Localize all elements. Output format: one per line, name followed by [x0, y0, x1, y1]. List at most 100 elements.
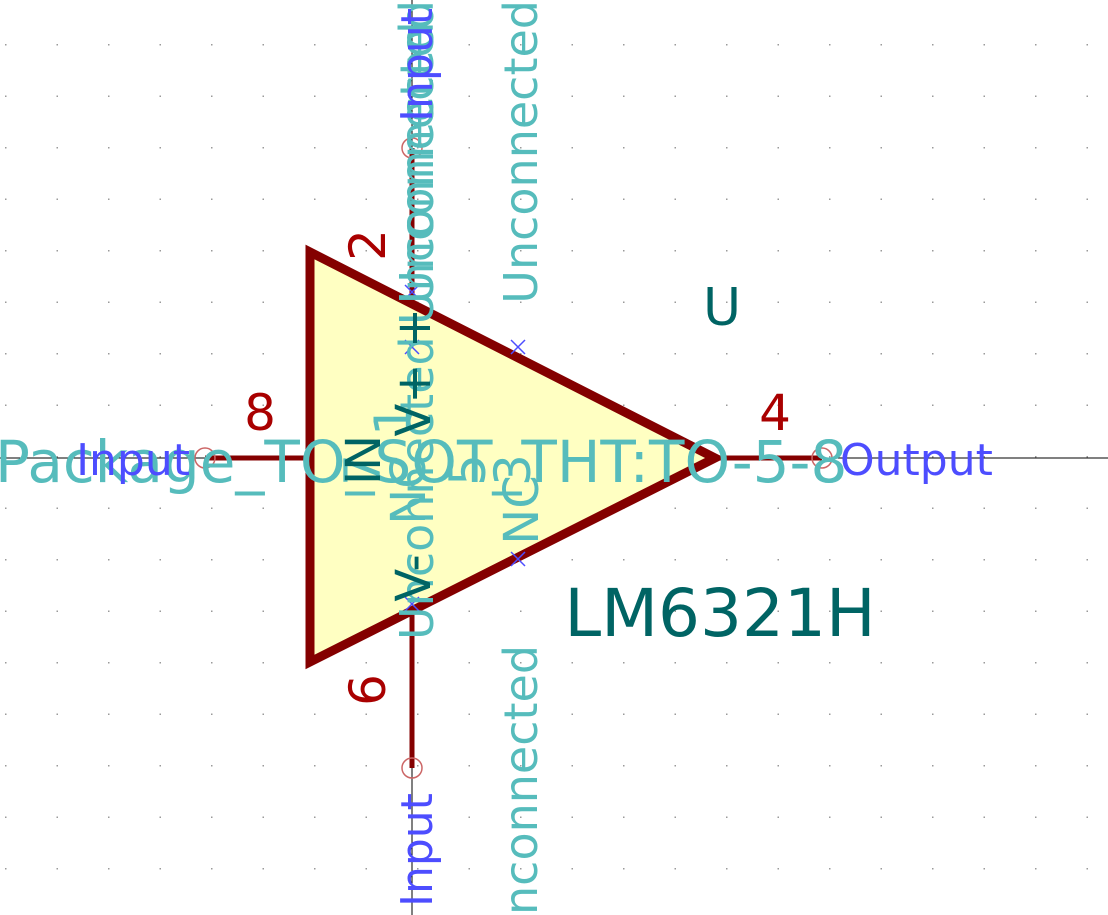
grid-dot — [262, 713, 264, 715]
grid-dot — [880, 610, 882, 612]
grid-dot — [5, 610, 7, 612]
grid-dot — [726, 198, 728, 200]
grid-dot — [829, 559, 831, 561]
grid-dot — [417, 868, 419, 870]
grid-dot — [674, 147, 676, 149]
grid-dot — [56, 44, 58, 46]
grid-dot — [108, 507, 110, 509]
grid-dot — [983, 44, 985, 46]
reference-label[interactable]: U — [703, 278, 741, 338]
grid-dot — [777, 662, 779, 664]
grid-dot — [1086, 301, 1088, 303]
grid-dot — [1086, 456, 1088, 458]
grid-dot — [5, 816, 7, 818]
grid-dot — [520, 353, 522, 355]
grid-dot — [1035, 456, 1037, 458]
grid-dot — [108, 662, 110, 664]
grid-dot — [726, 713, 728, 715]
grid-dot — [880, 147, 882, 149]
grid-dot — [211, 662, 213, 664]
grid-dot — [674, 662, 676, 664]
grid-dot — [777, 250, 779, 252]
pin-6-name: V- — [386, 554, 442, 601]
grid-dot — [468, 250, 470, 252]
grid-dot — [674, 301, 676, 303]
pin-2-name: + — [386, 308, 442, 348]
grid-dot — [983, 713, 985, 715]
pin-6-number: 6 — [339, 674, 397, 706]
grid-dot — [829, 765, 831, 767]
pin-6-type: Input — [392, 793, 443, 907]
grid-dot — [5, 765, 7, 767]
grid-dot — [365, 95, 367, 97]
grid-dot — [932, 147, 934, 149]
pin-8-connection-point[interactable] — [194, 447, 216, 469]
grid-dot — [159, 610, 161, 612]
grid-dot — [365, 868, 367, 870]
grid-dot — [880, 507, 882, 509]
pin-6-connection-point[interactable] — [401, 757, 423, 779]
unconnected-label-2: Unconnected — [390, 21, 444, 325]
grid-dot — [5, 250, 7, 252]
grid-dot — [417, 713, 419, 715]
grid-dot — [571, 44, 573, 46]
grid-dot — [1086, 559, 1088, 561]
grid-dot — [262, 610, 264, 612]
grid-dot — [880, 713, 882, 715]
unconnected-label-5: Unconnected — [390, 336, 444, 640]
grid-dot — [880, 456, 882, 458]
grid-dot — [159, 198, 161, 200]
grid-dot — [262, 816, 264, 818]
grid-dot — [932, 765, 934, 767]
pin-5-number: 5 — [439, 454, 497, 486]
grid-dot — [777, 713, 779, 715]
grid-dot — [726, 610, 728, 612]
pin-2-connection-point[interactable] — [401, 137, 423, 159]
grid-dot — [726, 147, 728, 149]
value-label[interactable]: LM6321H — [564, 575, 875, 652]
grid-dot — [623, 301, 625, 303]
grid-dot — [1086, 404, 1088, 406]
grid-dot — [159, 250, 161, 252]
grid-dot — [777, 868, 779, 870]
grid-dot — [829, 147, 831, 149]
grid-dot — [829, 507, 831, 509]
opamp-body[interactable] — [305, 244, 725, 670]
grid-dot — [571, 559, 573, 561]
pin-4-connection-point[interactable] — [811, 447, 833, 469]
grid-dot — [1035, 353, 1037, 355]
pin-5-name: NC — [494, 475, 550, 544]
grid-dot — [1086, 353, 1088, 355]
grid-dot — [108, 404, 110, 406]
grid-dot — [880, 868, 882, 870]
grid-dot — [5, 353, 7, 355]
grid-dot — [417, 198, 419, 200]
grid-dot — [417, 765, 419, 767]
grid-dot — [571, 198, 573, 200]
grid-dot — [623, 353, 625, 355]
grid-dot — [623, 765, 625, 767]
grid-dot — [108, 95, 110, 97]
grid-dot — [417, 147, 419, 149]
grid-dot — [829, 713, 831, 715]
grid-dot — [5, 95, 7, 97]
grid-dot — [365, 662, 367, 664]
grid-dot — [1035, 713, 1037, 715]
grid-dot — [262, 353, 264, 355]
grid-dot — [159, 816, 161, 818]
grid-dot — [726, 662, 728, 664]
grid-dot — [520, 147, 522, 149]
grid-dot — [932, 44, 934, 46]
grid-dot — [159, 559, 161, 561]
grid-dot — [1035, 44, 1037, 46]
grid-dot — [880, 765, 882, 767]
grid-dot — [56, 610, 58, 612]
grid-dot — [777, 44, 779, 46]
grid-dot — [108, 456, 110, 458]
grid-dot — [5, 559, 7, 561]
grid-dot — [983, 95, 985, 97]
grid-dot — [1086, 610, 1088, 612]
grid-dot — [159, 404, 161, 406]
pin-8-number: 8 — [244, 384, 276, 442]
grid-dot — [56, 816, 58, 818]
